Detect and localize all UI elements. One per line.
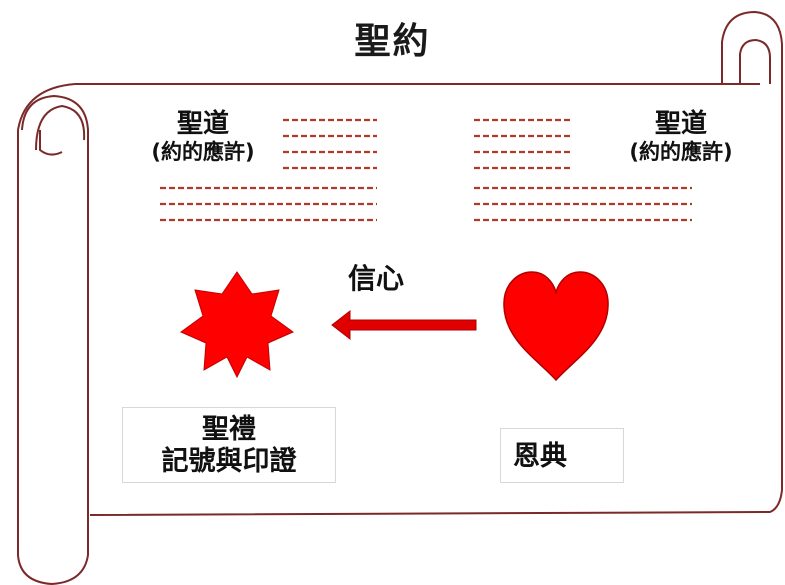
grace-box: 恩典 [500,428,624,483]
word-lines-left [160,118,377,222]
sacrament-box: 聖禮 記號與印證 [122,407,336,483]
word-label-right: 聖道 (約的應許) [596,109,766,164]
faith-label: 信心 [348,262,405,295]
scroll-outline [17,10,783,585]
word-label-left-line1: 聖道 [176,109,229,139]
word-label-right-line1: 聖道 [654,109,707,139]
left-arrow-icon [331,309,477,341]
word-label-left: 聖道 (約的應許) [118,109,288,164]
sacrament-line1: 聖禮 [202,414,256,445]
word-label-right-line2: (約的應許) [629,139,733,164]
word-label-left-line2: (約的應許) [151,139,255,164]
grace-label: 恩典 [513,441,567,472]
sacrament-line2: 記號與印證 [161,446,297,478]
heart-icon [503,271,609,382]
word-lines-right [474,118,692,222]
seven-point-star-icon [180,271,294,379]
diagram-title: 聖約 [354,21,431,62]
